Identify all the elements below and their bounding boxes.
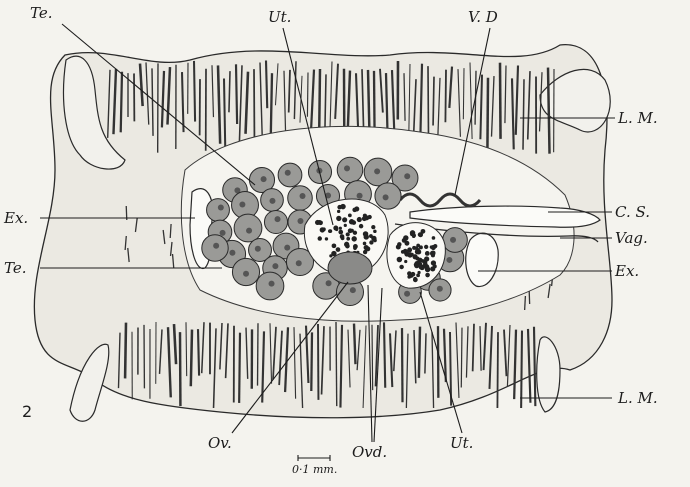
label-lm-bottom: L. M. — [618, 391, 658, 406]
label-ex-right: Ex. — [615, 264, 639, 279]
ovary — [328, 252, 372, 284]
scale-bar-label: 0·1 mm. — [292, 464, 337, 475]
label-lm-top: L. M. — [618, 111, 658, 126]
figure-number: 2 — [22, 404, 32, 420]
label-ut-bottom: Ut. — [450, 436, 473, 451]
label-te-top: Te. — [30, 6, 53, 21]
label-ex-left: Ex. — [4, 211, 28, 226]
label-ut-top: Ut. — [268, 10, 291, 25]
label-ovd: Ovd. — [352, 445, 387, 460]
label-cs: C. S. — [615, 205, 650, 220]
label-te-left: Te. — [4, 261, 27, 276]
label-vd: V. D — [468, 10, 498, 25]
label-vag: Vag. — [615, 231, 648, 246]
label-ov: Ov. — [208, 436, 232, 451]
